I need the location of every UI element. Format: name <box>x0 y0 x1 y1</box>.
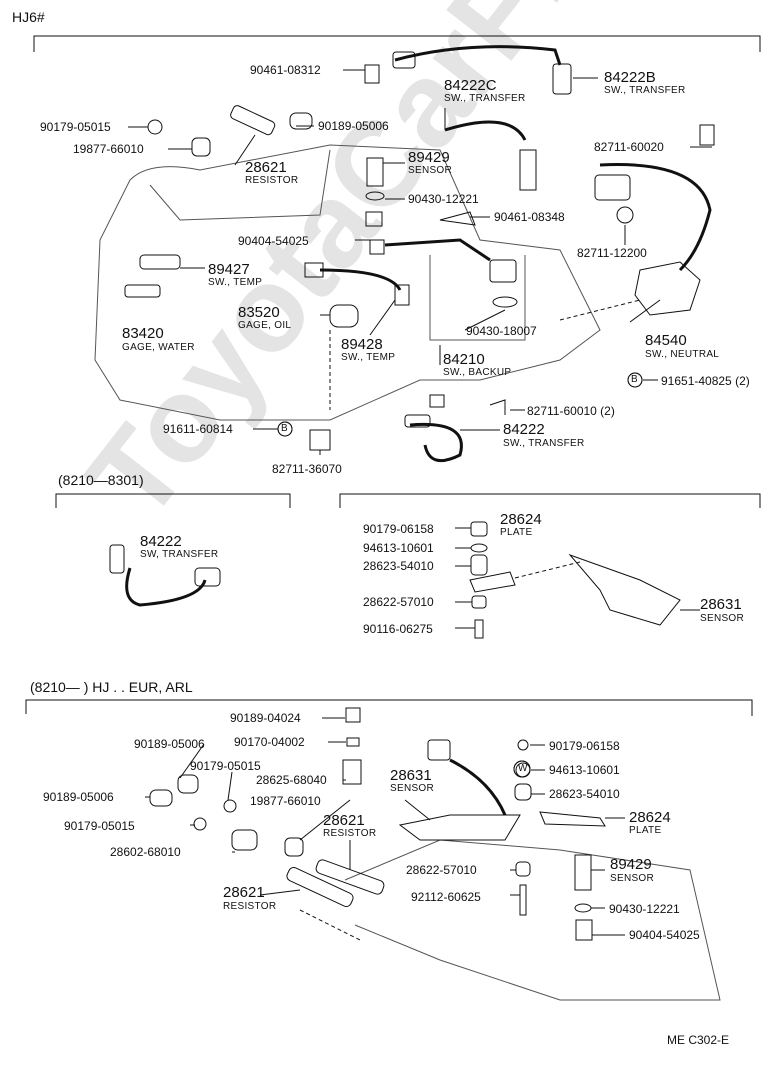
label-89429: 89429 <box>408 149 450 166</box>
label-28624: 28624 <box>500 511 542 528</box>
section3-range: (8210— ) HJ . . EUR, ARL <box>30 679 193 695</box>
label-94613-10601: 94613-10601 <box>363 541 434 555</box>
label-28621: 28621 <box>245 159 287 176</box>
label-s3-28624: 28624 <box>629 809 671 826</box>
label-s3-28623-54010: 28623-54010 <box>549 787 620 801</box>
label-19877-66010: 19877-66010 <box>73 142 144 156</box>
label-90116-06275: 90116-06275 <box>363 622 433 636</box>
label-90430-18007: 90430-18007 <box>466 324 537 338</box>
label-s3-28631-desc: SENSOR <box>390 783 435 794</box>
label-28631: 28631 <box>700 596 742 613</box>
callout-b-letter: B <box>631 374 638 385</box>
label-89428: 89428 <box>341 336 383 353</box>
label-s3-90430-12221: 90430-12221 <box>609 902 680 916</box>
label-28631-desc: SENSOR <box>700 613 745 624</box>
label-82711-12200: 82711-12200 <box>577 246 647 260</box>
label-s3-90179-05015-b: 90179-05015 <box>64 819 135 833</box>
label-84222-desc: SW., TRANSFER <box>503 438 585 449</box>
label-90170-04002: 90170-04002 <box>234 735 305 749</box>
label-s3-89429-desc: SENSOR <box>610 873 655 884</box>
label-84222b: 84222B <box>604 69 656 86</box>
callout-b-letter-2: B <box>281 423 288 434</box>
label-89428-desc: SW., TEMP <box>341 352 396 363</box>
label-90189-05006: 90189-05006 <box>318 119 389 133</box>
label-84222c: 84222C <box>444 77 497 94</box>
model-header: HJ6# <box>12 9 45 25</box>
label-84540-desc: SW., NEUTRAL <box>645 349 720 360</box>
callout-w-letter: W <box>518 763 528 774</box>
label-90189-05006-b: 90189-05006 <box>43 790 114 804</box>
label-28621-desc: RESISTOR <box>245 175 299 186</box>
label-89427: 89427 <box>208 261 250 278</box>
label-s3-28631: 28631 <box>390 767 432 784</box>
label-90179-05015: 90179-05015 <box>40 120 111 134</box>
label-82711-36070: 82711-36070 <box>272 462 342 476</box>
label-s3-19877-66010: 19877-66010 <box>250 794 321 808</box>
label-84222: 84222 <box>503 421 545 438</box>
label-s2-84222: 84222 <box>140 533 182 550</box>
label-82711-60010: 82711-60010 (2) <box>527 404 615 418</box>
label-90461-08312: 90461-08312 <box>250 63 321 77</box>
label-s3-28621-b-desc: RESISTOR <box>223 901 277 912</box>
label-28624-desc: PLATE <box>500 527 533 538</box>
label-s3-90404-54025: 90404-54025 <box>629 928 700 942</box>
label-90189-05006-a: 90189-05006 <box>134 737 205 751</box>
label-89427-desc: SW., TEMP <box>208 277 263 288</box>
label-28622-57010: 28622-57010 <box>363 595 434 609</box>
label-s2-84222-desc: SW, TRANSFER <box>140 549 219 560</box>
diagram-code: ME C302-E <box>667 1033 730 1047</box>
label-90404-54025: 90404-54025 <box>238 234 309 248</box>
label-28623-54010: 28623-54010 <box>363 559 434 573</box>
label-84222c-desc: SW., TRANSFER <box>444 93 526 104</box>
label-83520-desc: GAGE, OIL <box>238 320 292 331</box>
label-84210-desc: SW., BACKUP <box>443 367 512 378</box>
label-s3-28622-57010: 28622-57010 <box>406 863 477 877</box>
label-28602-68010: 28602-68010 <box>110 845 181 859</box>
label-s3-28624-desc: PLATE <box>629 825 662 836</box>
label-s3-28621-a-desc: RESISTOR <box>323 828 377 839</box>
label-82711-60020: 82711-60020 <box>594 140 664 154</box>
label-91611-60814: 91611-60814 <box>163 422 233 436</box>
label-s3-94613-10601: 94613-10601 <box>549 763 620 777</box>
label-92112-60625: 92112-60625 <box>411 890 481 904</box>
label-84222b-desc: SW., TRANSFER <box>604 85 686 96</box>
label-s3-89429: 89429 <box>610 856 652 873</box>
label-84540: 84540 <box>645 332 687 349</box>
label-84210: 84210 <box>443 351 485 368</box>
label-83420: 83420 <box>122 325 164 342</box>
label-90179-06158: 90179-06158 <box>363 522 434 536</box>
label-s3-90179-06158: 90179-06158 <box>549 739 620 753</box>
label-90461-08348: 90461-08348 <box>494 210 565 224</box>
label-91651-40825: 91651-40825 (2) <box>661 374 750 388</box>
label-90430-12221: 90430-12221 <box>408 192 479 206</box>
label-s3-28621-a: 28621 <box>323 812 365 829</box>
label-s3-90179-05015-a: 90179-05015 <box>190 759 261 773</box>
label-89429-desc: SENSOR <box>408 165 453 176</box>
label-s3-28621-b: 28621 <box>223 884 265 901</box>
label-90189-04024: 90189-04024 <box>230 711 301 725</box>
section2-range: (8210—8301) <box>58 472 144 488</box>
label-83420-desc: GAGE, WATER <box>122 342 195 353</box>
label-28625-68040: 28625-68040 <box>256 773 327 787</box>
label-83520: 83520 <box>238 304 280 321</box>
